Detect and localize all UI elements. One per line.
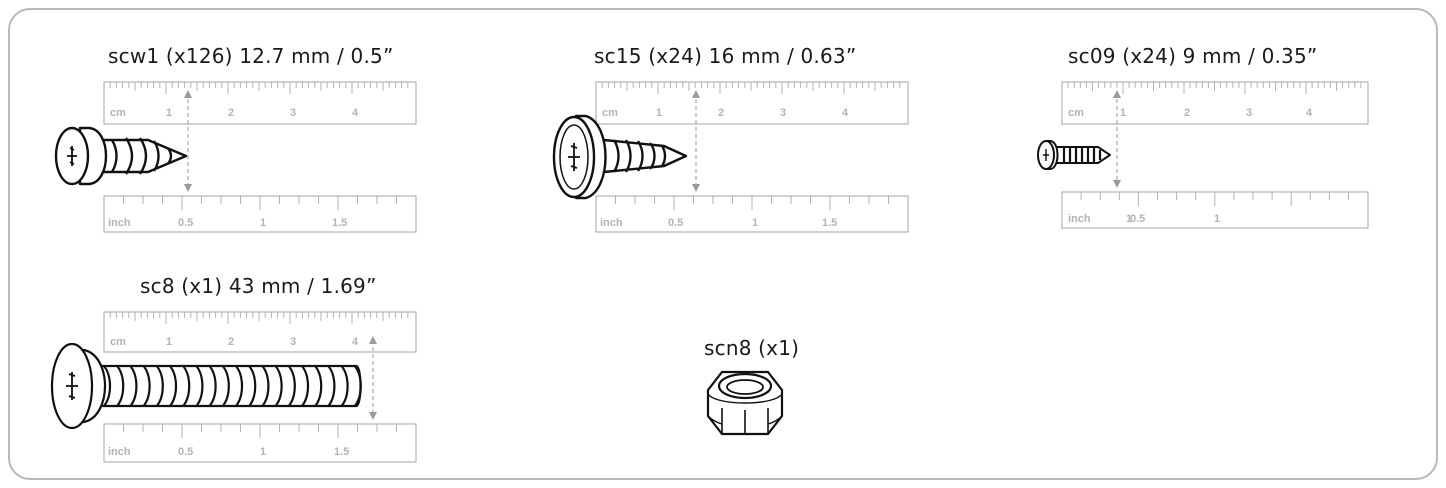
ruler-label: 3 <box>1246 107 1252 119</box>
ruler-label: 1 <box>1126 213 1132 225</box>
screw-thread <box>301 365 310 407</box>
screw-thread <box>340 365 349 407</box>
ruler-label: 0.5 <box>1130 213 1145 225</box>
length-guide <box>184 90 192 192</box>
cm-ruler: cm 1 2 3 4 <box>595 81 909 125</box>
ruler-label: 1 <box>656 107 662 119</box>
part-title: scw1 (x126) 12.7 mm / 0.5” <box>108 44 394 68</box>
screw-thread <box>155 365 164 407</box>
ruler-label: cm <box>1068 107 1084 119</box>
screw-thread <box>353 365 362 407</box>
screw-thread <box>261 365 270 407</box>
part-sc09-figure: cm 1 2 3 4 inch 1 0.5 1 <box>1037 81 1369 229</box>
ruler-label: 3 <box>290 107 296 119</box>
ruler-label: 3 <box>780 107 786 119</box>
cm-ruler: cm 1 2 3 4 <box>1061 81 1369 125</box>
ruler-label: 1 <box>1120 107 1126 119</box>
ruler-label: 1 <box>1214 213 1220 225</box>
ruler-label: 0.5 <box>668 217 683 229</box>
screw-thread <box>314 365 323 407</box>
screw-thread <box>182 365 191 407</box>
part-scn8-figure <box>706 370 784 436</box>
screw-thread <box>274 365 283 407</box>
screw-sc09-icon <box>1037 140 1111 170</box>
screw-thread <box>327 365 336 407</box>
part-title: sc15 (x24) 16 mm / 0.63” <box>594 44 857 68</box>
ruler-label: 1 <box>260 446 266 458</box>
screw-thread <box>142 365 151 407</box>
inch-ruler: inch 0.5 1 1.5 <box>595 195 909 233</box>
part-scw1-figure: cm 1 2 3 4 inch 0.5 1 1.5 <box>54 81 417 233</box>
screw-thread <box>287 365 296 407</box>
cm-ruler: cm 1 2 3 4 <box>103 311 417 353</box>
ruler-label: 1.5 <box>334 446 349 458</box>
screw-sc8-icon <box>50 342 362 430</box>
part-title: scn8 (x1) <box>704 336 800 360</box>
part-sc8-figure: cm 1 2 3 4 inch 0.5 1 1.5 <box>50 311 417 463</box>
ruler-label: inch <box>1068 213 1091 225</box>
screw-thread <box>195 365 204 407</box>
part-sc15-figure: cm 1 2 3 4 inch 0.5 1 1.5 <box>552 81 909 233</box>
ruler-label: 0.5 <box>178 446 193 458</box>
ruler-label: 0.5 <box>178 217 193 229</box>
ruler-label: 4 <box>352 107 359 119</box>
length-guide <box>369 336 377 420</box>
screw-thread <box>248 365 257 407</box>
screw-thread <box>235 365 244 407</box>
screw-thread <box>116 365 125 407</box>
ruler-label: 1.5 <box>332 217 347 229</box>
part-title: sc8 (x1) 43 mm / 1.69” <box>140 274 377 298</box>
ruler-label: cm <box>110 107 126 119</box>
inch-ruler: inch 1 0.5 1 <box>1061 191 1369 229</box>
ruler-label: 1.5 <box>822 217 837 229</box>
inch-ruler: inch 0.5 1 1.5 <box>103 423 417 463</box>
ruler-label: inch <box>108 217 131 229</box>
ruler-label: 2 <box>228 336 234 348</box>
ruler-label: 1 <box>166 107 172 119</box>
hex-nut-icon <box>706 370 784 436</box>
ruler-label: cm <box>110 336 126 348</box>
screw-thread <box>169 365 178 407</box>
ruler-label: inch <box>108 446 131 458</box>
ruler-label: 2 <box>718 107 724 119</box>
part-title: sc09 (x24) 9 mm / 0.35” <box>1068 44 1318 68</box>
ruler-label: 2 <box>228 107 234 119</box>
cm-ruler: cm 1 2 3 4 <box>103 81 417 125</box>
ruler-label: 2 <box>1184 107 1190 119</box>
ruler-label: cm <box>602 107 618 119</box>
ruler-label: 3 <box>290 336 296 348</box>
length-guide <box>1113 90 1121 188</box>
ruler-label: inch <box>600 217 623 229</box>
ruler-label: 4 <box>1306 107 1313 119</box>
screw-thread <box>221 365 230 407</box>
ruler-label: 1 <box>260 217 266 229</box>
screw-thread <box>129 365 138 407</box>
ruler-label: 1 <box>752 217 758 229</box>
screw-thread <box>103 365 112 407</box>
parts-panel <box>8 8 1438 480</box>
screw-thread <box>208 365 217 407</box>
inch-ruler: inch 0.5 1 1.5 <box>103 195 417 233</box>
ruler-label: 4 <box>842 107 849 119</box>
screw-scw1-icon <box>54 126 188 186</box>
length-guide <box>692 90 700 192</box>
ruler-label: 4 <box>352 336 359 348</box>
screw-sc15-icon <box>552 114 688 200</box>
ruler-label: 1 <box>166 336 172 348</box>
